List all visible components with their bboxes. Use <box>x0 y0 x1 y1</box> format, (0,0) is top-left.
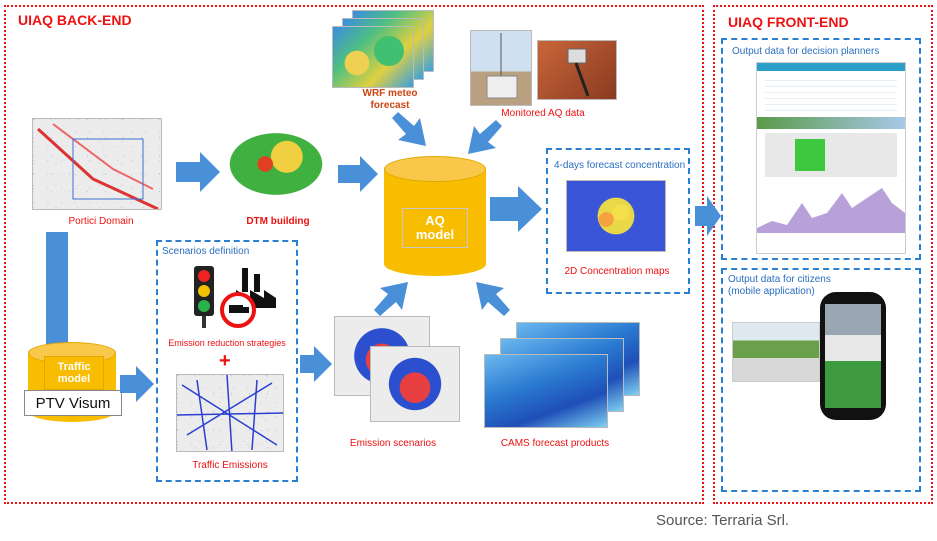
connector-domain-traffic <box>46 232 68 344</box>
dashboard-banner <box>757 117 905 129</box>
dtm-building-map <box>222 128 330 200</box>
concentration-maps-label: 2D Concentration maps <box>564 266 670 277</box>
traffic-light-icon <box>194 266 214 328</box>
citizens-box <box>721 268 921 492</box>
frontend-frame <box>713 5 933 504</box>
portici-domain-map <box>32 118 162 210</box>
scenarios-title: Scenarios definition <box>162 246 250 257</box>
concentration-map <box>566 180 666 252</box>
planners-dashboard <box>756 62 906 254</box>
domain-roads <box>36 123 159 209</box>
station-icon <box>486 33 518 99</box>
dashboard-table <box>765 75 897 113</box>
planners-box <box>721 38 921 260</box>
forecast-box <box>546 148 690 294</box>
backend-title: UIAQ BACK-END <box>18 12 132 28</box>
aq-model-label-box: AQ model <box>402 208 468 248</box>
phone-screen <box>825 304 881 408</box>
traffic-emissions-map <box>176 374 284 452</box>
traffic-model-label-box: Traffic model <box>44 356 104 390</box>
monitoring-station-photo <box>470 30 532 106</box>
source-caption: Source: Terraria Srl. <box>656 512 790 529</box>
dashboard-map <box>765 133 897 177</box>
aq-model-cylinder-top <box>384 156 486 182</box>
plus-icon: + <box>219 350 231 372</box>
arrow-backend-frontend <box>695 196 721 236</box>
frontend-title: UIAQ FRONT-END <box>728 14 849 30</box>
traffic-emissions-label: Traffic Emissions <box>192 460 268 471</box>
scenarios-box <box>156 240 298 482</box>
arrow-portici-dtm <box>176 152 220 192</box>
sensor-icon <box>567 48 590 97</box>
monitored-aq-label: Monitored AQ data <box>501 108 585 119</box>
planners-title: Output data for decision planners <box>732 46 880 57</box>
dashboard-header <box>757 63 905 71</box>
traffic-model-label: Traffic model <box>57 361 91 385</box>
no-truck-sign-icon <box>220 292 256 328</box>
arrow-wrf-aq <box>392 112 426 146</box>
arrow-aq-forecast <box>490 186 542 232</box>
dtm-building-label: DTM building <box>246 216 310 227</box>
cams-label: CAMS forecast products <box>500 438 610 449</box>
arrow-emission-aq <box>374 282 408 316</box>
citizens-web-screenshot <box>732 322 820 382</box>
citizens-title: Output data for citizens (mobile applica… <box>728 274 831 297</box>
dashboard-chart <box>757 188 905 233</box>
arrow-traffic-scenarios <box>120 366 154 402</box>
ptv-visum-label: PTV Visum <box>35 394 111 412</box>
phone-icon <box>820 292 886 420</box>
road-network <box>177 375 283 451</box>
aq-model-label: AQ model <box>415 213 455 242</box>
strategies-label: Emission reduction strategies <box>168 338 286 348</box>
cams-map-1 <box>484 354 608 428</box>
ptv-visum-box: PTV Visum <box>24 390 122 416</box>
arrow-scenarios-emission <box>300 346 332 382</box>
arrow-dtm-aq <box>338 156 378 192</box>
sensor-photo <box>537 40 617 100</box>
emission-scenarios-label: Emission scenarios <box>349 438 437 449</box>
wrf-meteo-label: WRF meteo forecast <box>362 88 418 111</box>
emission-map-2 <box>370 346 460 422</box>
wrf-map-1 <box>332 26 414 88</box>
backend-frame <box>4 5 704 504</box>
arrow-cams-aq <box>476 282 510 316</box>
arrow-monitored-aq <box>468 120 502 154</box>
portici-domain-label: Portici Domain <box>68 216 134 227</box>
forecast-title: 4-days forecast concentration <box>554 160 686 171</box>
